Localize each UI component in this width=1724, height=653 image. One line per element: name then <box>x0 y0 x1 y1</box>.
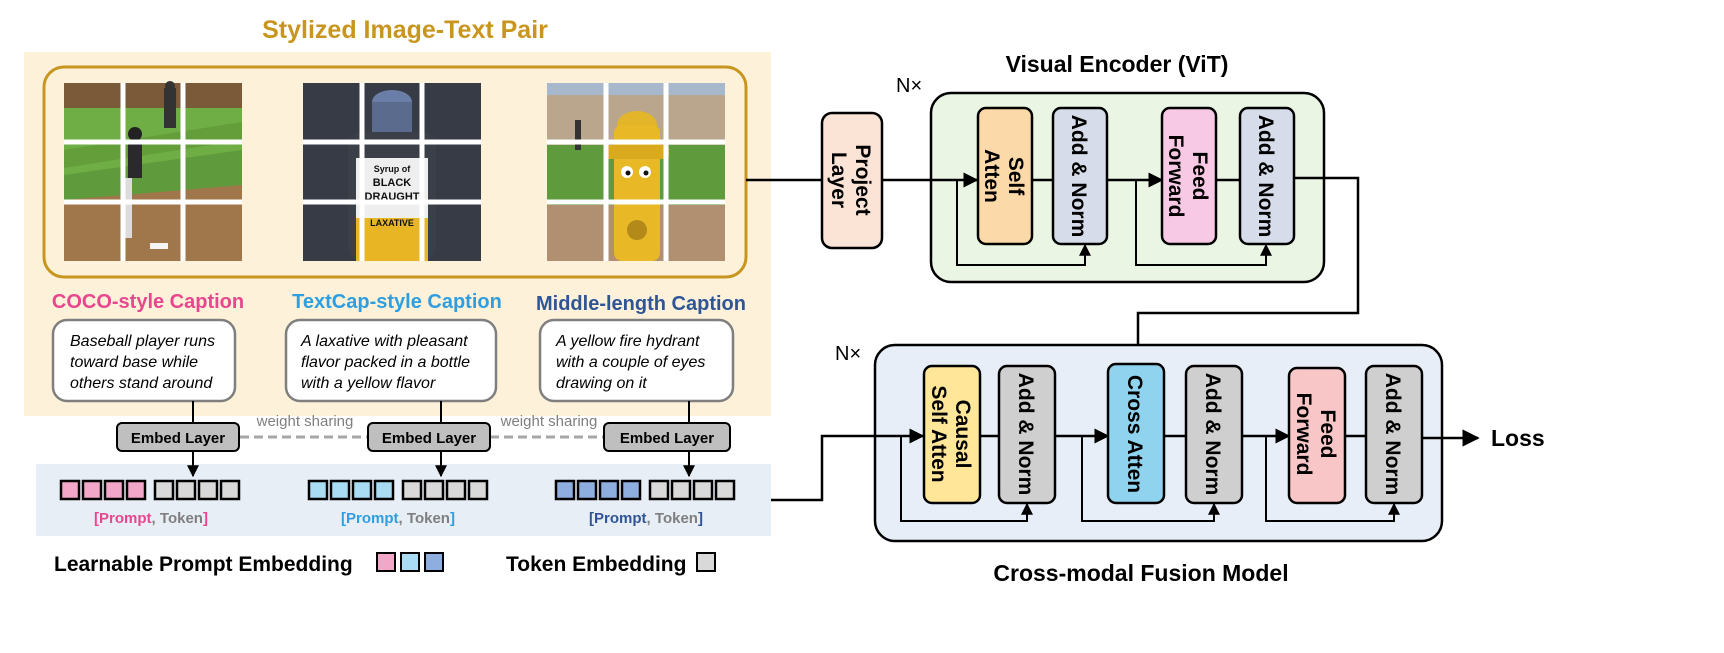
vit-add-norm-1: Add & Norm <box>1051 106 1109 246</box>
prompt-embedding-square <box>125 479 147 501</box>
svg-text:Add & Norm: Add & Norm <box>1381 373 1404 496</box>
caption-line: toward base while <box>70 354 198 371</box>
image-row-frame <box>42 65 748 279</box>
token-embedding-square <box>648 479 670 501</box>
causal-self-atten: Causal Self Atten <box>922 364 982 505</box>
baseball-field-photo <box>64 81 242 261</box>
token-embedding-square <box>175 479 197 501</box>
prompt-token-label-1: [Prompt, Token] <box>94 510 208 527</box>
fusion-repeat: N× <box>835 343 861 365</box>
svg-text:Embed Layer: Embed Layer <box>131 430 225 447</box>
caption-line: flavor packed in a bottle <box>301 354 470 371</box>
svg-text:Cross Atten: Cross Atten <box>1123 375 1146 493</box>
svg-text:Forward: Forward <box>1292 393 1315 476</box>
prompt-embedding-square <box>576 479 598 501</box>
vit-self-atten: Self Atten <box>976 106 1034 246</box>
token-embedding-square <box>153 479 175 501</box>
token-embedding-square <box>197 479 219 501</box>
prompt-embedding-square <box>598 479 620 501</box>
legend-swatch-blue <box>424 552 444 572</box>
pair-title: Stylized Image-Text Pair <box>262 16 548 44</box>
prompt-embedding-square <box>554 479 576 501</box>
token-embedding-square <box>445 479 467 501</box>
fusion-model-title: Cross-modal Fusion Model <box>993 560 1288 586</box>
legend-swatch-cyan <box>400 552 420 572</box>
token-embedding-square <box>401 479 423 501</box>
embed-layer-2: Embed Layer <box>367 422 491 452</box>
svg-text:Add & Norm: Add & Norm <box>1067 115 1090 238</box>
caption-line: with a couple of eyes <box>556 354 705 371</box>
svg-text:Add & Norm: Add & Norm <box>1201 373 1224 496</box>
legend-learnable-prompt: Learnable Prompt Embedding <box>54 553 353 576</box>
prompt-embedding-square <box>59 479 81 501</box>
middle-length-label: Middle-length Caption <box>536 293 746 315</box>
prompt-embedding-square <box>103 479 125 501</box>
svg-text:Causal: Causal <box>951 400 974 469</box>
svg-text:Feed: Feed <box>1316 409 1339 458</box>
legend-token-embedding: Token Embedding <box>506 553 686 576</box>
weight-sharing-label: weight sharing <box>256 413 354 430</box>
fusion-add-norm-3: Add & Norm <box>1364 364 1424 505</box>
svg-text:Self: Self <box>1004 157 1027 197</box>
weight-sharing-label: weight sharing <box>500 413 598 430</box>
coco-style-label: COCO-style Caption <box>52 291 244 313</box>
prompt-embedding-square <box>620 479 642 501</box>
vit-feed-forward: Feed Forward <box>1160 106 1218 246</box>
svg-text:Add & Norm: Add & Norm <box>1254 115 1277 238</box>
svg-text:Layer: Layer <box>827 152 850 208</box>
bottle-label-line1: Syrup of <box>374 164 412 174</box>
caption-line: others stand around <box>70 375 213 392</box>
prompt-embedding-square <box>307 479 329 501</box>
caption-line: A yellow fire hydrant <box>555 333 700 350</box>
caption-line: Baseball player runs <box>70 333 215 350</box>
svg-text:Embed Layer: Embed Layer <box>382 430 476 447</box>
svg-text:Feed: Feed <box>1188 151 1211 200</box>
token-embedding-square <box>714 479 736 501</box>
caption-line: drawing on it <box>556 375 647 392</box>
prompt-token-label-2: [Prompt, Token] <box>341 510 455 527</box>
token-embedding-square <box>423 479 445 501</box>
fusion-add-norm-2: Add & Norm <box>1184 364 1244 505</box>
image-grid-lines <box>64 83 725 261</box>
vit-add-norm-2: Add & Norm <box>1238 106 1296 246</box>
svg-text:Embed Layer: Embed Layer <box>620 430 714 447</box>
token-embedding-square <box>219 479 241 501</box>
textcap-style-label: TextCap-style Caption <box>292 291 502 313</box>
svg-text:Add & Norm: Add & Norm <box>1014 373 1037 496</box>
prompt-token-label-3: [Prompt, Token] <box>589 510 703 527</box>
cross-atten: Cross Atten <box>1106 362 1166 505</box>
fusion-feed-forward: Feed Forward <box>1287 366 1347 505</box>
prompt-embedding-square <box>351 479 373 501</box>
syrup-bottle-photo: Syrup of BLACK DRAUGHT LAXATIVE <box>303 83 481 261</box>
svg-text:Forward: Forward <box>1164 135 1187 218</box>
embed-layer-1: Embed Layer <box>116 422 240 452</box>
token-rows <box>59 479 736 501</box>
loss-label: Loss <box>1491 425 1545 451</box>
embed-layer-3: Embed Layer <box>603 422 731 452</box>
bottle-label-line2: BLACK <box>373 177 412 189</box>
svg-text:Project: Project <box>851 144 874 215</box>
caption-box-textcap: A laxative with pleasant flavor packed i… <box>284 318 498 403</box>
prompt-embedding-square <box>373 479 395 501</box>
project-layer: Project Layer <box>820 111 884 250</box>
caption-box-coco: Baseball player runs toward base while o… <box>51 318 237 403</box>
token-embedding-square <box>467 479 489 501</box>
token-embedding-square <box>692 479 714 501</box>
prompt-embedding-square <box>81 479 103 501</box>
caption-line: with a yellow flavor <box>301 375 436 392</box>
legend-swatch-token <box>696 552 716 572</box>
caption-box-middle: A yellow fire hydrant with a couple of e… <box>538 318 735 403</box>
fire-hydrant-photo <box>547 83 725 261</box>
bottle-label-line4: LAXATIVE <box>370 218 414 228</box>
prompt-embedding-square <box>329 479 351 501</box>
visual-encoder-repeat: N× <box>896 75 922 97</box>
token-embedding-square <box>670 479 692 501</box>
legend-swatch-pink <box>376 552 396 572</box>
svg-text:Self Atten: Self Atten <box>927 385 950 482</box>
visual-encoder-title: Visual Encoder (ViT) <box>1006 51 1229 77</box>
caption-line: A laxative with pleasant <box>300 333 468 350</box>
svg-text:Atten: Atten <box>980 149 1003 203</box>
fusion-add-norm-1: Add & Norm <box>997 364 1057 505</box>
